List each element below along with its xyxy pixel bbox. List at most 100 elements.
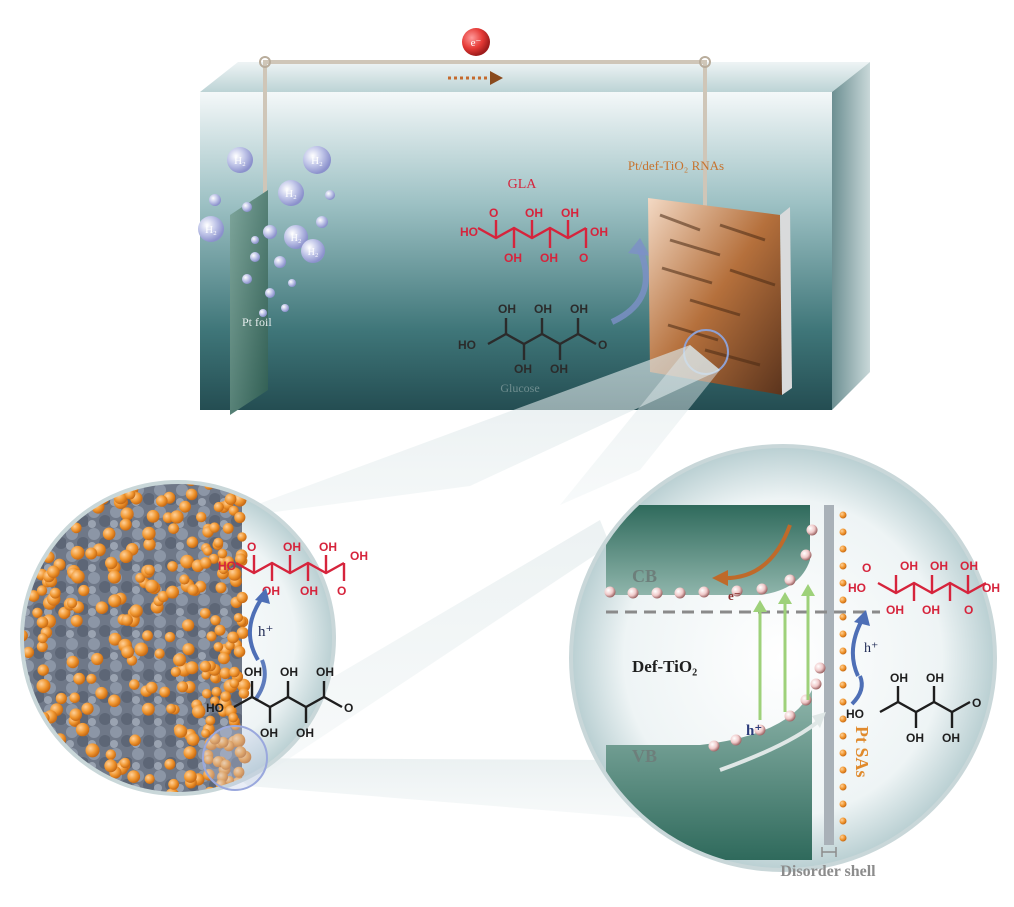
pt-atom <box>95 601 109 614</box>
pt-atom <box>37 664 49 676</box>
pt-atom <box>78 584 90 597</box>
pt-sa-dot <box>839 596 847 604</box>
atom-label: HO <box>458 338 476 352</box>
atom-label: OH <box>260 726 278 740</box>
atom-label: O <box>972 696 981 710</box>
pt-sa-dot <box>839 664 847 672</box>
h2-label: H₂ <box>285 188 297 200</box>
pt-atom <box>143 538 156 551</box>
h2-bubble-icon: H₂ <box>301 239 325 263</box>
atom-label: OH <box>283 540 301 554</box>
pt-atom <box>229 666 240 678</box>
pt-atom <box>210 615 221 626</box>
pt-atom <box>69 692 80 704</box>
pt-foil-label: Pt foil <box>242 315 272 329</box>
pt-atom <box>233 645 246 658</box>
hole-label-left: h⁺ <box>258 624 273 640</box>
electron <box>784 574 796 586</box>
atom-label: OH <box>525 206 543 220</box>
electron <box>674 587 686 599</box>
atom-label: O <box>579 251 588 265</box>
glucose-molecule-right <box>879 686 971 728</box>
glucose-left-atoms: HO OH OH OH OH OH O <box>206 665 353 740</box>
hole <box>810 678 822 690</box>
pt-atom <box>34 777 46 789</box>
pt-atom <box>107 570 121 584</box>
excitation-arrows <box>758 592 810 720</box>
pt-atom <box>238 688 250 699</box>
h2-bubbles: H₂ H₂ H₂ H₂ H₂ H₂ <box>198 146 335 317</box>
pt-atom <box>170 666 181 678</box>
gla-label: GLA <box>508 177 538 192</box>
gla-molecule-top <box>477 220 588 248</box>
atom-label: OH <box>942 731 960 745</box>
pt-atom <box>233 613 243 623</box>
pt-atom <box>235 553 247 565</box>
pt-sa-dot <box>839 562 847 570</box>
pt-atom <box>119 549 133 564</box>
pt-sa-dot <box>839 681 847 689</box>
pt-sa-dot <box>839 766 847 774</box>
atom-label: OH <box>570 302 588 316</box>
tank-top <box>200 62 870 92</box>
oxidation-arrow <box>850 619 864 677</box>
pt-atom <box>223 556 234 567</box>
pt-atom <box>129 679 140 690</box>
pt-atom <box>200 608 211 619</box>
glucose-top-atoms: HO OH OH OH OH OH O <box>458 302 607 376</box>
pt-atom <box>53 466 66 479</box>
atom-label: O <box>337 584 346 598</box>
wire-joint <box>699 56 711 68</box>
pt-atom <box>145 681 158 694</box>
electron <box>627 587 639 599</box>
cb-label: CB <box>632 566 657 586</box>
pt-atom <box>213 642 224 652</box>
pt-atom <box>36 616 49 629</box>
pt-atom <box>37 633 48 644</box>
pt-atom <box>231 733 246 748</box>
def-tio2-label: Def-TiO₂ <box>632 657 697 676</box>
pt-atom <box>220 759 231 770</box>
tank-side <box>832 62 870 410</box>
pt-atom <box>202 688 212 699</box>
pt-sa-dot <box>839 511 847 519</box>
gla-left-atoms: O HO OH OH OH OH O OH <box>218 540 368 598</box>
atom-label: OH <box>926 671 944 685</box>
pt-atom <box>22 730 32 743</box>
atom-label: OH <box>280 665 298 679</box>
atom-label: OH <box>350 549 368 563</box>
pt-atom <box>236 626 249 639</box>
hole-label-right: h⁺ <box>864 641 878 656</box>
cb-electrons <box>604 524 818 599</box>
pt-atom <box>175 796 185 806</box>
pt-atom <box>120 507 134 521</box>
pt-atom <box>237 678 251 693</box>
pt-atom <box>45 482 59 483</box>
pt-atom <box>219 667 232 680</box>
hole-transfer-arrow <box>719 718 822 772</box>
pt-atom <box>157 590 169 603</box>
hole <box>814 662 826 674</box>
atom-label: OH <box>540 251 558 265</box>
atom-label: OH <box>498 302 516 316</box>
pt-sa-dot <box>839 630 847 638</box>
electron-particle-icon: e⁻ <box>462 28 490 56</box>
pt-atom <box>227 631 239 644</box>
pt-atom <box>204 754 214 765</box>
wire-joint <box>259 56 271 68</box>
electron <box>800 549 812 561</box>
pt-atom <box>215 582 227 594</box>
pt-atom <box>165 788 179 794</box>
glucose-right-atoms: HO OH OH OH OH O <box>846 671 981 745</box>
pt-atom <box>56 490 67 502</box>
pt-atom <box>173 653 187 667</box>
pt-atom <box>168 523 180 534</box>
atom-label: OH <box>296 726 314 740</box>
right-zoom-lens: CB VB Def-TiO₂ e⁻ h⁺ Pt SAs Disorder she… <box>569 444 1000 880</box>
pt-atom <box>70 545 85 560</box>
pt-atom <box>229 467 240 478</box>
atom-label: OH <box>319 540 337 554</box>
pt-sa-dot <box>839 783 847 791</box>
pt-atom <box>213 501 224 513</box>
